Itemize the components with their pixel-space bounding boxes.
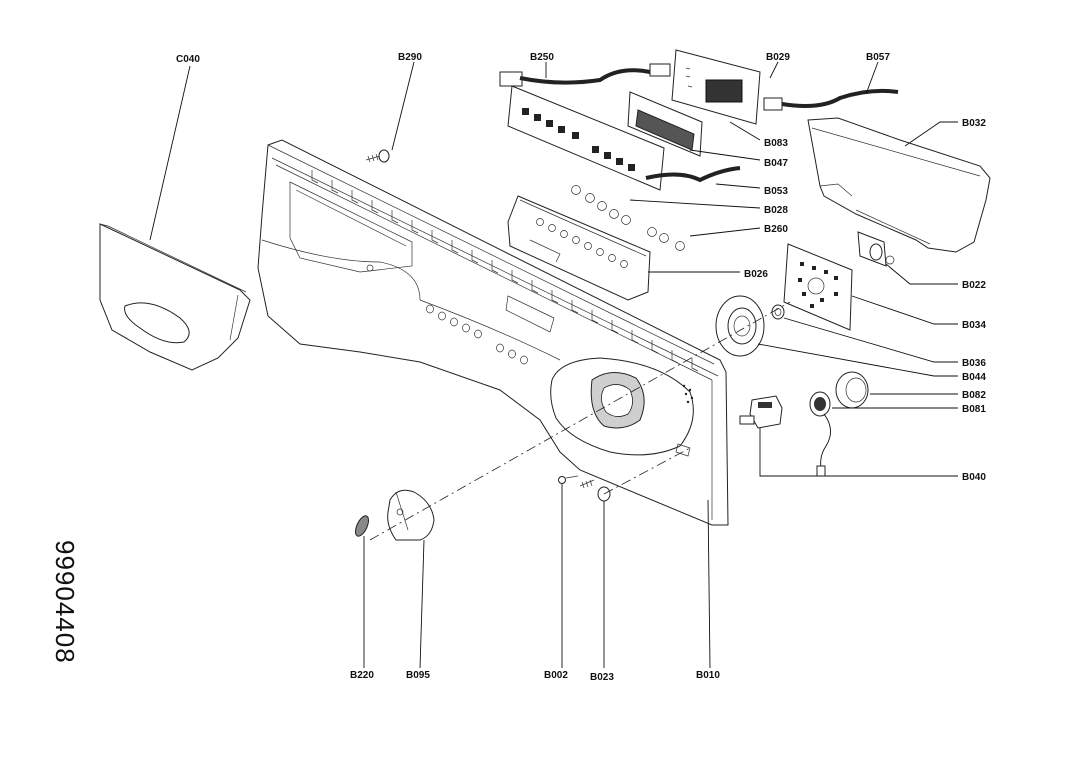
motor-part [857,231,895,267]
label-B026: B026 [744,269,768,280]
leader-lines [149,61,958,669]
document-number: 99904408 [50,540,80,664]
push-buttons-part [571,185,685,251]
label-B057: B057 [866,52,890,63]
label-B260: B260 [764,224,788,235]
back-cover-part [807,117,991,253]
label-B010: B010 [696,670,720,681]
drawer-handle-part [99,223,251,371]
led-cable-part [809,391,831,477]
knob-holder-part [715,295,765,357]
label-C040: C040 [176,54,200,65]
assembly-axis [369,301,791,541]
knob-cap-part [355,515,369,537]
label-B002: B002 [544,670,568,681]
program-knob-part [387,489,435,541]
cable-harness-part [499,63,671,87]
label-B032: B032 [962,118,986,129]
label-B082: B082 [962,390,986,401]
screw-2-part [579,479,595,489]
cable-part [763,88,899,111]
label-B029: B029 [766,52,790,63]
label-B028: B028 [764,205,788,216]
button-axis [603,447,691,495]
bushing-part [771,304,785,320]
button-panel-part [507,195,651,301]
label-B250: B250 [530,52,554,63]
selector-pcb-part [783,243,853,331]
label-B023: B023 [590,672,614,683]
label-B036: B036 [962,358,986,369]
label-B220: B220 [350,670,374,681]
screw-part [365,149,390,163]
mains-switch-part [739,395,783,429]
control-panel-fascia-part [257,139,729,526]
display-pcb-part [671,49,761,125]
label-B290: B290 [398,52,422,63]
control-pcb-part [507,85,741,191]
label-B095: B095 [406,670,430,681]
label-B053: B053 [764,186,788,197]
label-B083: B083 [764,138,788,149]
label-B034: B034 [962,320,986,331]
label-B047: B047 [764,158,788,169]
label-B044: B044 [962,372,986,383]
label-B040: B040 [962,472,986,483]
label-B081: B081 [962,404,986,415]
small-screw-part [558,475,579,484]
label-B022: B022 [962,280,986,291]
led-ring-part [835,371,869,409]
